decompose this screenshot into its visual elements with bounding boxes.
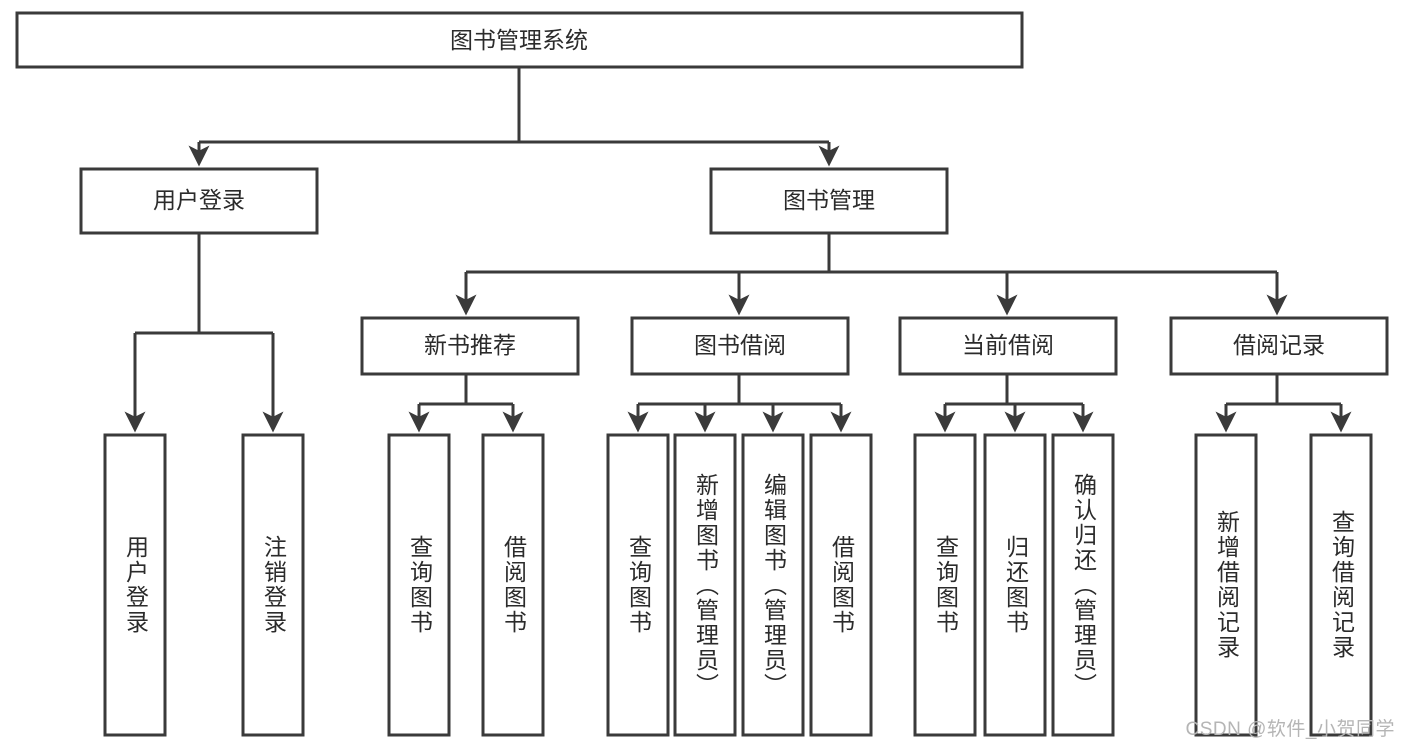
node-box-leaf-record-1[interactable] xyxy=(1194,433,1258,737)
node-label-borrow-record: 借阅记录 xyxy=(1233,332,1325,358)
node-label-current-borrow: 当前借阅 xyxy=(962,332,1054,358)
node-box-leaf-borrow-3[interactable] xyxy=(741,433,805,737)
node-label-book-borrow: 图书借阅 xyxy=(694,332,786,358)
node-box-layer xyxy=(15,11,1389,737)
node-label-new-book-recommend: 新书推荐 xyxy=(424,332,516,358)
node-box-leaf-record-2[interactable] xyxy=(1309,433,1373,737)
node-label-layer: 图书管理系统 用户登录 图书管理 新书推荐 图书借阅 当前借阅 借阅记录 xyxy=(153,27,1325,358)
node-box-new-book-recommend[interactable] xyxy=(360,316,580,376)
watermark-text: CSDN @软件_小贺同学 xyxy=(1185,719,1395,740)
node-box-leaf-borrow-2[interactable] xyxy=(673,433,737,737)
node-box-leaf-borrow-1[interactable] xyxy=(606,433,670,737)
node-box-root[interactable] xyxy=(15,11,1024,69)
node-box-book-borrow[interactable] xyxy=(630,316,850,376)
node-box-leaf-new-book-2[interactable] xyxy=(481,433,545,737)
node-box-leaf-user-login-1[interactable] xyxy=(103,433,167,737)
node-label-user-login: 用户登录 xyxy=(153,187,245,213)
node-box-book-manage[interactable] xyxy=(709,167,949,235)
node-box-current-borrow[interactable] xyxy=(898,316,1118,376)
connector-layer xyxy=(124,67,1352,433)
node-box-leaf-borrow-4[interactable] xyxy=(809,433,873,737)
node-label-book-manage: 图书管理 xyxy=(783,187,875,213)
node-label-root: 图书管理系统 xyxy=(450,27,588,53)
node-box-user-login[interactable] xyxy=(79,167,319,235)
node-box-leaf-user-login-2[interactable] xyxy=(241,433,305,737)
node-box-borrow-record[interactable] xyxy=(1169,316,1389,376)
node-box-leaf-current-3[interactable] xyxy=(1051,433,1115,737)
node-box-leaf-current-1[interactable] xyxy=(913,433,977,737)
node-box-leaf-new-book-1[interactable] xyxy=(387,433,451,737)
node-box-leaf-current-2[interactable] xyxy=(983,433,1047,737)
